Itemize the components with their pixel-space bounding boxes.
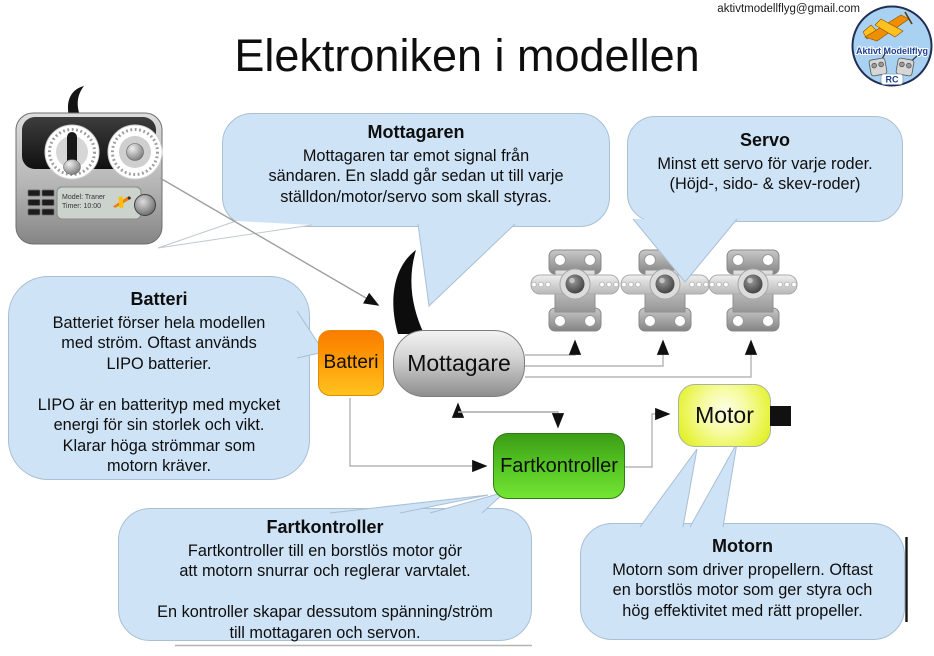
arrow-receiver-to-esc (458, 411, 565, 429)
callout-title: Mottagaren (367, 122, 465, 142)
callout-batteri: Batteri Batteriet förser hela modellen m… (8, 276, 310, 480)
airplane-icon (862, 11, 913, 42)
logo-rc-pill (880, 73, 904, 85)
left-stick-dial (44, 124, 100, 180)
motor-shaft-icon (770, 406, 791, 426)
node-label: Mottagare (407, 350, 511, 376)
node-label: Motor (695, 402, 754, 428)
callout-title: Batteri (130, 289, 188, 309)
node-fartkontroller: Fartkontroller (493, 433, 625, 499)
right-stick-dial (107, 124, 163, 180)
callout-mottagaren: Mottagaren Mottagaren tar emot signal fr… (222, 113, 610, 227)
transmitter-antenna-icon (67, 86, 84, 120)
arrow-esc-to-motor (625, 407, 671, 468)
callout-body: Mottagaren tar emot signal från sändaren… (268, 146, 564, 206)
servo-icon-3 (708, 249, 798, 332)
servo-icon-2 (620, 249, 710, 332)
callout-title: Fartkontroller (266, 517, 384, 537)
club-logo: Aktivt Modellflyg RC (851, 5, 933, 87)
node-motor: Motor (678, 384, 771, 447)
callout-title: Servo (739, 130, 791, 150)
logo-transmitter-icons (868, 52, 918, 77)
callout-servo: Servo Minst ett servo för varje roder. (… (627, 116, 903, 222)
servo-illustrations (530, 249, 798, 332)
callout-title: Motorn (712, 536, 773, 556)
rc-transmitter-illustration: Model: Traner Timer: 10:00 (15, 86, 163, 245)
logo-name: Aktivt Modellflyg (856, 46, 928, 56)
arrow-receiver-to-servo2 (525, 339, 670, 367)
callout-body: Minst ett servo för varje roder. (Höjd-,… (657, 154, 873, 194)
transmitter-power-knob (134, 194, 156, 216)
node-mottagare: Mottagare (393, 330, 525, 397)
node-label: Batteri (323, 352, 379, 373)
tail-motorn-2 (689, 442, 738, 528)
arrow-esc-to-receiver (451, 402, 558, 418)
lcd-line2: Timer: 10:00 (62, 203, 101, 210)
callout-fartkontroller: Fartkontroller Fartkontroller till en bo… (118, 508, 532, 642)
arrow-receiver-to-servo1 (525, 339, 582, 356)
node-label: Fartkontroller (500, 454, 618, 477)
lcd-line1: Model: Traner (62, 194, 106, 201)
callout-motorn: Motorn Motorn som driver propellern. Oft… (580, 523, 905, 640)
node-batteri: Batteri (318, 330, 384, 396)
transmitter-buttons (27, 189, 55, 216)
lcd-plane-icon (112, 196, 132, 208)
servo-icon-1 (530, 249, 620, 332)
callout-body: Fartkontroller till en borstlös motor gö… (157, 541, 493, 642)
callout-body: Motorn som driver propellern. Oftast en … (612, 560, 873, 620)
tail-motorn-1 (639, 448, 698, 528)
page-title: Elektroniken i modellen (234, 30, 700, 81)
logo-sub: RC (886, 75, 899, 85)
callout-body: Batteriet förser hela modellen med ström… (37, 313, 281, 476)
transmitter-lcd: Model: Traner Timer: 10:00 (56, 186, 142, 220)
receiver-antenna-icon (393, 250, 424, 334)
contact-email: aktivtmodellflyg@gmail.com (717, 3, 860, 15)
arrow-battery-to-esc (349, 398, 488, 473)
arrow-receiver-to-servo3 (525, 339, 758, 378)
